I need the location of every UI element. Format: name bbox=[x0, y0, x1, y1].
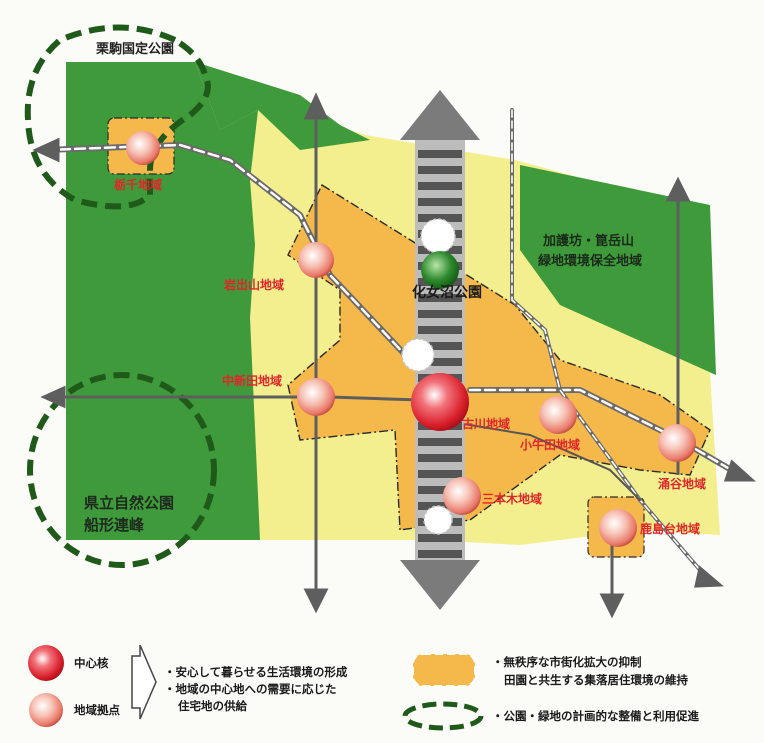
label-conservation-line1: 加護坊・箟岳山 bbox=[543, 234, 635, 249]
marker-kashimadai bbox=[599, 509, 637, 547]
marker-furukawa bbox=[411, 373, 469, 431]
legend-urban-line1: ・無秩序な市街化拡大の抑制 bbox=[492, 655, 642, 669]
park-boundary-funagata bbox=[27, 372, 217, 568]
park-cog-marks bbox=[401, 218, 456, 535]
legend-center-core: 中心核 bbox=[74, 656, 109, 670]
label-prefectural-park-line2: 船形連峰 bbox=[84, 516, 145, 534]
green-area-north bbox=[195, 62, 370, 150]
marker-nakaniida bbox=[297, 378, 335, 416]
marker-kezunuma bbox=[421, 251, 459, 289]
label-district-kogota: 小牛田地域 bbox=[520, 438, 581, 452]
corridor-tie bbox=[418, 470, 462, 478]
label-kurikoma-park: 栗駒国定公園 bbox=[96, 42, 175, 57]
label-district-nakaniida: 中新田地域 bbox=[222, 374, 283, 388]
marker-iwadeyama bbox=[298, 242, 334, 278]
marker-wakuya bbox=[658, 424, 696, 462]
marker-kogota bbox=[539, 396, 577, 434]
corridor-tie bbox=[418, 454, 462, 462]
corridor-tie bbox=[418, 310, 462, 318]
corridor-tie bbox=[418, 182, 462, 190]
corridor-tie bbox=[418, 438, 462, 446]
corridor-tie bbox=[418, 198, 462, 206]
legend-local-base: 地域拠点 bbox=[74, 703, 120, 717]
corridor-tie bbox=[418, 294, 462, 302]
legend-policy1-line3: 住宅地の供給 bbox=[178, 699, 247, 713]
green-area-east bbox=[520, 165, 716, 375]
label-district-kashimadai: 鹿島台地域 bbox=[640, 522, 701, 536]
corridor-tie bbox=[418, 550, 462, 558]
corridor-tie bbox=[418, 534, 462, 542]
legend-green-line1: ・公園・緑地の計画的な整備と利用促進 bbox=[492, 709, 699, 723]
corridor-tie bbox=[418, 342, 462, 350]
urban-area bbox=[287, 183, 711, 531]
corridor-tie bbox=[418, 358, 462, 366]
label-conservation-line2: 緑地環境保全地域 bbox=[538, 254, 643, 269]
axis-arrows bbox=[32, 92, 756, 619]
label-district-sekiguchi: 栃千地域 bbox=[114, 178, 163, 192]
corridor-tie bbox=[418, 166, 462, 174]
legend-policy1-line2: ・地域の中心地への需要に応じた bbox=[164, 682, 337, 696]
green-area-west bbox=[66, 62, 260, 540]
corridor-tie bbox=[418, 486, 462, 494]
corridor-tie bbox=[418, 150, 462, 158]
district-markers bbox=[126, 131, 696, 547]
corridor-tie bbox=[418, 326, 462, 334]
park-boundary-kurikoma bbox=[24, 24, 211, 210]
label-kezunuma-park: 化女沼公園 bbox=[412, 285, 482, 301]
label-district-sanbongi: 三本木地域 bbox=[482, 492, 543, 506]
label-prefectural-park-line1: 県立自然公園 bbox=[84, 494, 175, 512]
marker-sanbongi bbox=[443, 477, 481, 515]
label-district-wakuya: 涌谷地域 bbox=[658, 477, 707, 491]
legend-policy1-line1: ・安心して暮らせる生活環境の形成 bbox=[164, 665, 348, 679]
corridor-tie bbox=[418, 214, 462, 222]
marker-sekiguchi bbox=[126, 131, 160, 165]
legend-shapes bbox=[28, 644, 484, 731]
label-district-furukawa: 古川地域 bbox=[462, 417, 511, 431]
label-district-iwadeyama: 岩出山地域 bbox=[224, 278, 285, 292]
legend-urban-line2: 田園と共生する集落居住環境の維持 bbox=[504, 673, 688, 687]
